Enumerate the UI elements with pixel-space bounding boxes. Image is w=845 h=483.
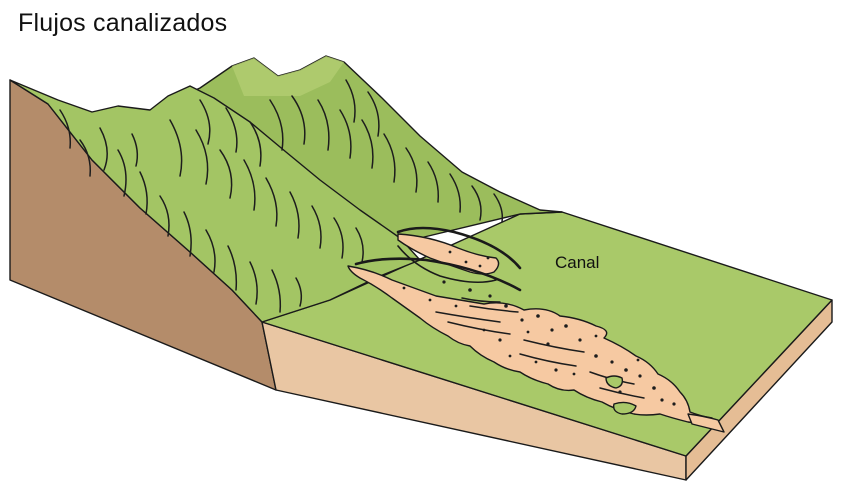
canal-label: Canal: [555, 253, 599, 272]
